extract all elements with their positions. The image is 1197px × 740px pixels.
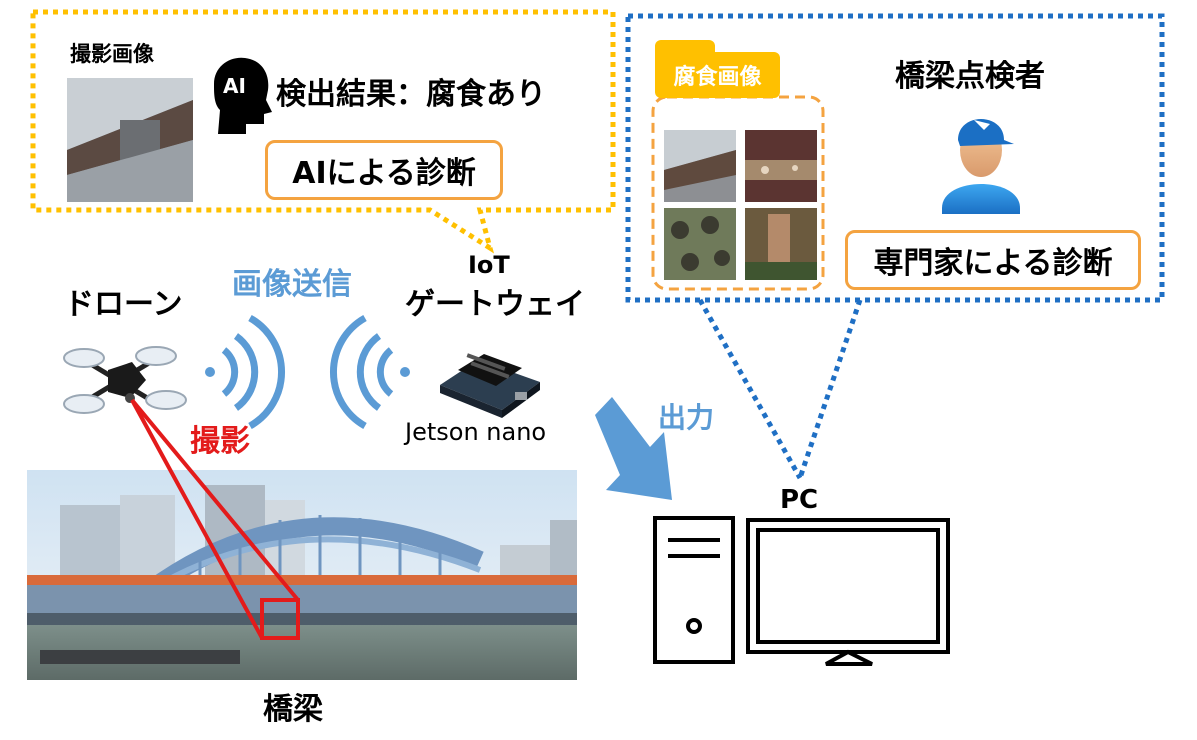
wifi-signal-left [205,318,282,426]
corrosion-images [664,130,817,280]
expert-diagnosis-box: 専門家による診断 [845,230,1141,290]
captured-photo [67,78,193,202]
inspector-label: 橋梁点検者 [895,62,1045,92]
corrosion-folder: 腐食画像 [655,52,780,98]
pc-label: PC [780,487,818,513]
photo-label: 撮影画像 [70,44,154,65]
jetson-nano-icon [440,353,540,418]
ai-diagnosis-box: AIによる診断 [265,140,503,200]
connector-left [700,300,800,478]
bridge-label: 橋梁 [263,695,323,725]
pc-tower-icon [655,518,733,662]
wifi-signal-right [333,318,410,426]
bridge-photo [27,470,577,680]
connector-right [800,300,860,478]
drone-icon [64,347,186,413]
detection-result: 検出結果：腐食あり [276,80,546,110]
jetson-nano-label: Jetson nano [405,420,546,444]
capture-label: 撮影 [190,427,250,457]
pc-monitor-icon [748,520,948,664]
gateway-line1: IoT [468,253,510,277]
output-label: 出力 [658,404,714,432]
transmit-label: 画像送信 [232,270,352,300]
drone-label: ドローン [64,290,183,320]
gateway-line2: ゲートウェイ [405,290,585,320]
ai-icon-text: AI [223,76,246,96]
inspector-icon [942,119,1020,214]
